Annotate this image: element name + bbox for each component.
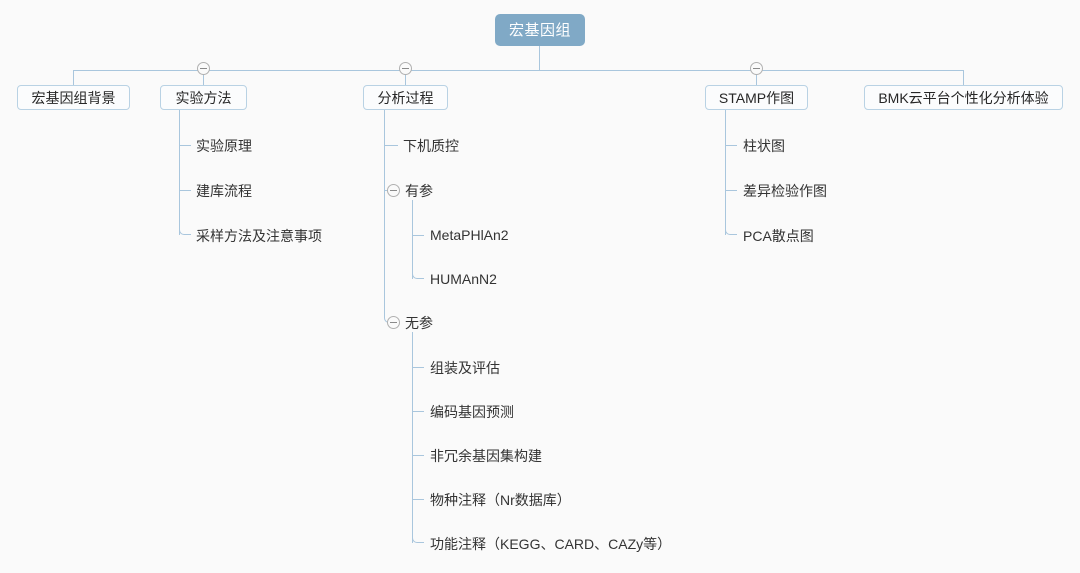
leaf-difference-test-chart[interactable]: 差异检验作图 <box>743 183 827 199</box>
connector-root-stem <box>539 46 540 70</box>
leaf-experiment-principle[interactable]: 实验原理 <box>196 138 252 154</box>
connector-woref-stub-2 <box>412 411 424 412</box>
connector-drop-2 <box>203 70 204 86</box>
leaf-sampling-method[interactable]: 采样方法及注意事项 <box>196 228 322 244</box>
leaf-assembly-evaluation[interactable]: 组装及评估 <box>430 360 500 376</box>
leaf-bar-chart[interactable]: 柱状图 <box>743 138 785 154</box>
connector-exp-stub-2 <box>179 190 191 191</box>
collapse-toggle-analysis-process[interactable] <box>399 62 412 75</box>
connector-drop-3 <box>405 70 406 86</box>
connector-drop-1 <box>73 70 74 86</box>
connector-ana-stub-2 <box>384 190 388 191</box>
leaf-with-reference[interactable]: 有参 <box>405 183 433 199</box>
connector-woref-stub-1 <box>412 367 424 368</box>
leaf-nonredundant-geneset[interactable]: 非冗余基因集构建 <box>430 448 542 464</box>
leaf-humann2[interactable]: HUMAnN2 <box>430 271 497 287</box>
root-node[interactable]: 宏基因组 <box>495 14 585 46</box>
connector-exp-stub-1 <box>179 145 191 146</box>
leaf-gene-prediction[interactable]: 编码基因预测 <box>430 404 514 420</box>
collapse-toggle-with-reference[interactable] <box>387 184 400 197</box>
connector-level2-bus <box>73 70 964 71</box>
connector-stamp-last-corner <box>725 225 737 235</box>
connector-withref-trunk <box>412 200 413 279</box>
leaf-pca-scatter[interactable]: PCA散点图 <box>743 228 814 244</box>
node-stamp-plot[interactable]: STAMP作图 <box>705 85 808 110</box>
connector-withref-stub-1 <box>412 235 424 236</box>
connector-experiment-trunk <box>179 110 180 235</box>
node-experiment-method[interactable]: 实验方法 <box>160 85 247 110</box>
connector-withoutref-last-corner <box>412 533 424 543</box>
node-bmk-cloud-platform[interactable]: BMK云平台个性化分析体验 <box>864 85 1063 110</box>
node-analysis-process[interactable]: 分析过程 <box>363 85 448 110</box>
connector-ana-stub-1 <box>384 145 398 146</box>
connector-stamp-stub-1 <box>725 145 737 146</box>
connector-withref-last-corner <box>412 269 424 279</box>
connector-withoutref-trunk <box>412 332 413 543</box>
connector-stamp-trunk <box>725 110 726 235</box>
leaf-metaphlan2[interactable]: MetaPHlAn2 <box>430 227 509 243</box>
connector-analysis-trunk <box>384 110 385 315</box>
collapse-toggle-stamp-plot[interactable] <box>750 62 763 75</box>
connector-experiment-last-corner <box>179 225 191 235</box>
leaf-species-annotation[interactable]: 物种注释（Nr数据库） <box>430 492 571 508</box>
leaf-qc[interactable]: 下机质控 <box>403 138 459 154</box>
leaf-without-reference[interactable]: 无参 <box>405 315 433 331</box>
connector-woref-stub-3 <box>412 455 424 456</box>
collapse-toggle-experiment-method[interactable] <box>197 62 210 75</box>
leaf-function-annotation[interactable]: 功能注释（KEGG、CARD、CAZy等） <box>430 536 672 552</box>
connector-stamp-stub-2 <box>725 190 737 191</box>
leaf-library-process[interactable]: 建库流程 <box>196 183 252 199</box>
connector-woref-stub-4 <box>412 499 424 500</box>
node-metagenome-background[interactable]: 宏基因组背景 <box>17 85 130 110</box>
collapse-toggle-without-reference[interactable] <box>387 316 400 329</box>
connector-drop-5 <box>963 70 964 86</box>
connector-drop-4 <box>756 70 757 86</box>
